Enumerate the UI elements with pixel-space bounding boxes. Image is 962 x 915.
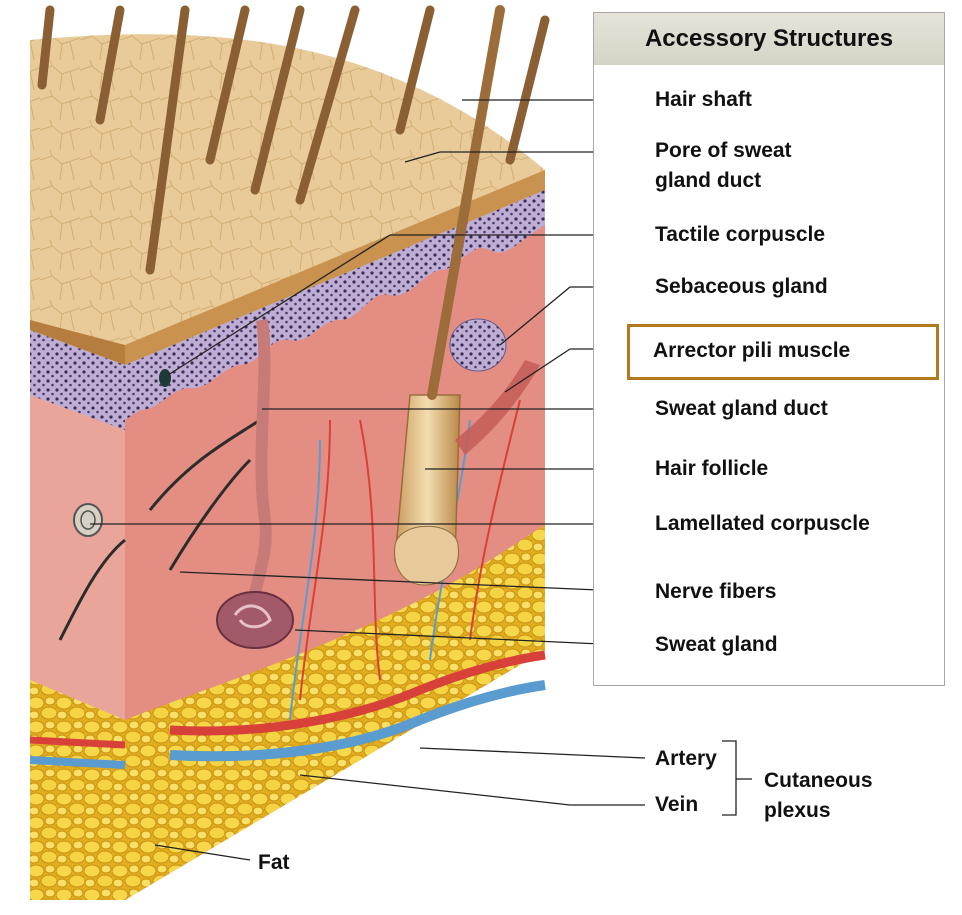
label-pore-line2: gland duct [655, 166, 761, 196]
label-pore-line1: Pore of sweat [655, 136, 792, 166]
panel-header: Accessory Structures [594, 13, 944, 65]
label-arrector-pili: Arrector pili muscle [653, 336, 850, 366]
sebaceous-gland-shape [450, 319, 506, 371]
label-sebaceous-gland: Sebaceous gland [655, 272, 828, 302]
label-tactile-corpuscle: Tactile corpuscle [655, 220, 825, 250]
lamellated-corpuscle-shape [74, 504, 102, 536]
sweat-gland-shape [217, 592, 293, 648]
label-hair-follicle: Hair follicle [655, 454, 768, 484]
label-nerve-fibers: Nerve fibers [655, 577, 776, 607]
label-hair-shaft: Hair shaft [655, 85, 752, 115]
label-fat: Fat [258, 848, 290, 878]
label-lamellated-corpuscle: Lamellated corpuscle [655, 509, 870, 539]
hair-bulb [395, 526, 459, 585]
label-cutaneous-line1: Cutaneous [764, 766, 873, 796]
tactile-corpuscle-shape [159, 369, 171, 387]
label-cutaneous-line2: plexus [764, 796, 831, 826]
label-vein: Vein [655, 790, 698, 820]
label-sweat-gland: Sweat gland [655, 630, 778, 660]
panel-title: Accessory Structures [594, 25, 944, 53]
label-artery: Artery [655, 744, 717, 774]
label-sweat-gland-duct: Sweat gland duct [655, 394, 828, 424]
